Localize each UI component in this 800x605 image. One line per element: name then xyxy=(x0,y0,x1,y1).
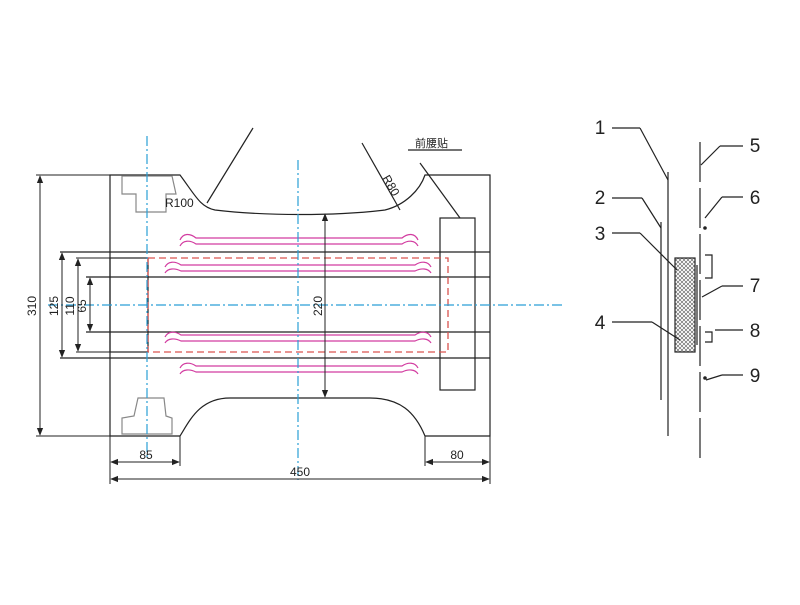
elastic-strand xyxy=(179,233,419,241)
cross-section-view xyxy=(612,127,743,463)
front-waist-patch-label: 前腰贴 xyxy=(415,136,448,150)
elastic-strand xyxy=(179,362,419,369)
callout-8: 8 xyxy=(750,321,761,342)
leader-r80 xyxy=(361,142,401,211)
dim-65: 65 xyxy=(75,299,89,313)
front-waist-patch xyxy=(439,217,476,391)
centerlines xyxy=(48,136,565,480)
plan-view xyxy=(60,127,491,437)
elastic-strand xyxy=(179,240,419,247)
tab-bottom xyxy=(121,397,173,435)
callout-2: 2 xyxy=(595,188,606,209)
element-8 xyxy=(705,331,713,343)
dot-6 xyxy=(703,226,707,230)
dim-80: 80 xyxy=(450,448,464,462)
dim-r100: R100 xyxy=(165,196,194,210)
elastic-strands xyxy=(164,233,432,375)
leader-r100 xyxy=(206,127,254,204)
callout-5: 5 xyxy=(750,136,761,157)
callout-3: 3 xyxy=(595,224,606,245)
dimension-lines xyxy=(36,174,491,484)
fastening-tabs xyxy=(121,175,177,435)
element-6-upper xyxy=(705,254,713,279)
callout-7: 7 xyxy=(750,276,761,297)
dim-r80: R80 xyxy=(379,173,402,199)
tab-top xyxy=(121,175,177,213)
callout-9: 9 xyxy=(750,366,761,387)
leader-note xyxy=(419,162,461,219)
dim-450: 450 xyxy=(290,465,310,479)
absorbent-core xyxy=(674,257,696,353)
callout-4: 4 xyxy=(595,313,606,334)
callout-1: 1 xyxy=(595,118,606,139)
dim-220: 220 xyxy=(311,296,325,316)
dim-125: 125 xyxy=(47,296,61,316)
callout-6: 6 xyxy=(750,188,761,209)
dot-9 xyxy=(703,376,707,380)
dim-310: 310 xyxy=(25,296,39,316)
elastic-strand xyxy=(179,369,419,375)
dim-85: 85 xyxy=(139,448,153,462)
dim-110: 110 xyxy=(63,296,77,315)
diaper-outline xyxy=(109,174,491,437)
